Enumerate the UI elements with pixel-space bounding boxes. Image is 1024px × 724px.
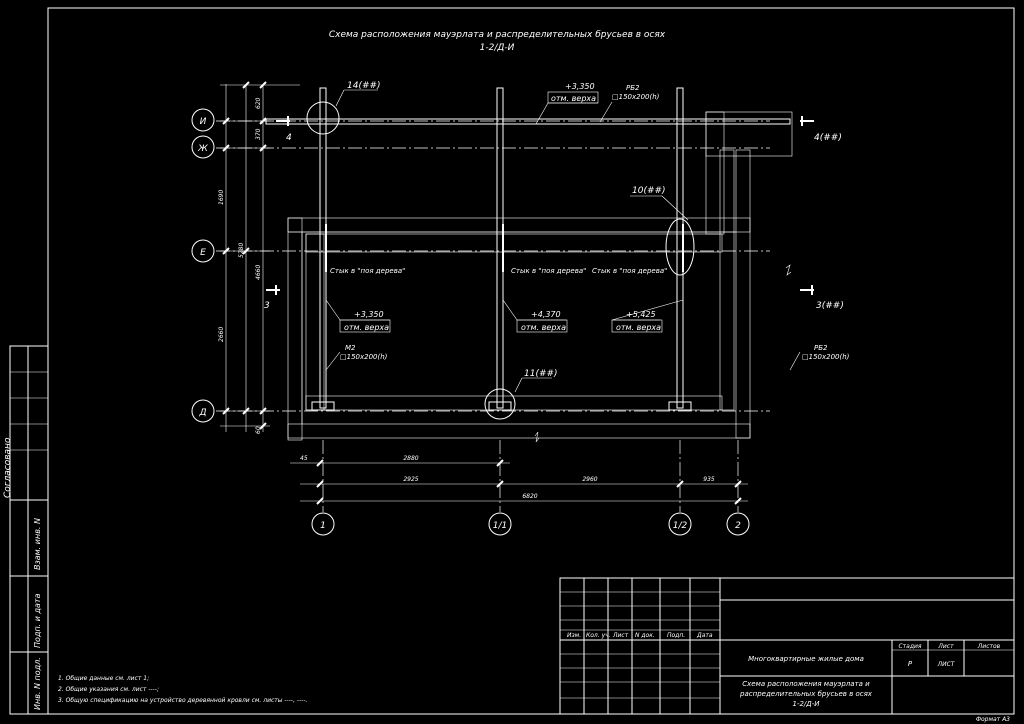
vertical-dimensions bbox=[220, 81, 300, 432]
title-block bbox=[559, 577, 1015, 715]
dim-1690: 1690 bbox=[218, 190, 225, 205]
section-4-right: 4(##) bbox=[814, 133, 842, 143]
col-list: Лист bbox=[612, 632, 629, 639]
dim-620: 620 bbox=[255, 97, 262, 109]
joint-label-3: Стык в "поя дерева" bbox=[592, 267, 667, 275]
walls bbox=[287, 111, 793, 443]
axes-vertical: 1 1/1 1/2 2 bbox=[311, 440, 750, 536]
callout-10: 10(##) bbox=[632, 186, 666, 196]
axis-marker-Zh bbox=[191, 135, 215, 159]
drawing-title: Схема расположения мауэрлата и распредел… bbox=[329, 30, 666, 40]
note-1: 1. Общие данные см. лист 1; bbox=[58, 675, 149, 682]
sheet-label: Лист bbox=[937, 643, 954, 650]
sheet-value: ЛИСТ bbox=[937, 661, 956, 668]
sign-date-label: Подп. и дата bbox=[33, 593, 42, 648]
dim-5280: 5280 bbox=[238, 243, 245, 258]
elev-top: +3,350 bbox=[565, 82, 595, 91]
axis-label-E: Е bbox=[200, 248, 206, 258]
elevation-marks bbox=[325, 91, 801, 371]
stage-label: Стадия bbox=[898, 643, 921, 650]
axis-marker-I bbox=[191, 108, 215, 132]
axis-label-1-2: 1/2 bbox=[673, 521, 688, 531]
dim-45: 45 bbox=[300, 455, 308, 462]
stage-value: Р bbox=[908, 660, 913, 668]
project-name: Многоквартирные жилые дома bbox=[748, 655, 864, 663]
elev-right-sub: отм. верха bbox=[616, 323, 661, 332]
dim-2660: 2660 bbox=[218, 327, 225, 342]
note-3: 3. Общую спецификацию на устройство дере… bbox=[58, 697, 308, 704]
section-3-left: 3 bbox=[264, 301, 270, 311]
sheet-title-2: распределительных брусьев в осях bbox=[739, 690, 873, 698]
note-2: 2. Общие указания см. лист ----; bbox=[58, 686, 159, 693]
elev-left-sub: отм. верха bbox=[344, 323, 389, 332]
section-3-right: 3(##) bbox=[816, 301, 844, 311]
axis-label-1: 1 bbox=[320, 521, 326, 531]
rb2-right-size: □150х200(h) bbox=[802, 353, 850, 361]
col-izm: Изм. bbox=[567, 632, 581, 639]
elev-left: +3,350 bbox=[354, 310, 384, 319]
col-ndok: N док. bbox=[635, 632, 655, 639]
dim-60: 60 bbox=[255, 426, 262, 434]
inv-orig-label: Инв. N подл. bbox=[33, 657, 42, 710]
section-marks bbox=[266, 116, 814, 295]
axis-label-1-1: 1/1 bbox=[493, 521, 507, 531]
agreed-label: Согласовано bbox=[3, 437, 13, 498]
dim-2960: 2960 bbox=[582, 476, 597, 483]
joint-label-2: Стык в "поя дерева" bbox=[511, 267, 586, 275]
side-stamp: Согласовано Взам. инв. N Подп. и дата Ин… bbox=[3, 345, 49, 715]
beams bbox=[265, 87, 791, 420]
elev-mid-sub: отм. верха bbox=[521, 323, 566, 332]
dim-370: 370 bbox=[255, 128, 262, 140]
drawing-title-axes: 1-2/Д-И bbox=[480, 43, 515, 53]
rb2-top-size: □150х200(h) bbox=[612, 93, 660, 101]
col-kol: Кол. уч. bbox=[586, 632, 611, 639]
elev-right: +5,425 bbox=[626, 310, 656, 319]
section-4-left: 4 bbox=[286, 133, 292, 143]
dim-935: 935 bbox=[703, 476, 715, 483]
m2-size: □150х200(h) bbox=[340, 353, 388, 361]
rb2-right-label: РБ2 bbox=[814, 344, 828, 352]
axis-marker-D bbox=[191, 399, 215, 423]
format-label: Формат А3 bbox=[976, 716, 1010, 723]
axis-label-Zh: Ж bbox=[197, 144, 208, 154]
horizontal-dimensions bbox=[290, 459, 748, 505]
elev-mid: +4,370 bbox=[531, 310, 561, 319]
axis-marker-E bbox=[191, 239, 215, 263]
col-podp: Подп. bbox=[667, 632, 685, 639]
dim-2925: 2925 bbox=[403, 476, 418, 483]
axis-label-D: Д bbox=[198, 408, 206, 418]
axis-label-I: И bbox=[200, 117, 207, 127]
joint-label-1: Стык в "поя дерева" bbox=[330, 267, 405, 275]
rb2-top-label: РБ2 bbox=[626, 84, 640, 92]
inv-replace-label: Взам. инв. N bbox=[33, 518, 42, 570]
sheet-frame bbox=[47, 7, 1015, 715]
elev-top-sub: отм. верха bbox=[551, 94, 596, 103]
axes-horizontal: И Ж Е Д bbox=[191, 108, 770, 423]
col-data: Дата bbox=[696, 632, 713, 639]
sheet-title-1: Схема расположения мауэрлата и bbox=[742, 680, 870, 688]
sheet-title-3: 1-2/Д-И bbox=[792, 700, 820, 708]
dim-2880: 2880 bbox=[403, 455, 418, 462]
callout-14: 14(##) bbox=[347, 81, 381, 91]
axis-label-2: 2 bbox=[735, 521, 741, 531]
m2-label: М2 bbox=[345, 344, 356, 352]
sheets-label: Листов bbox=[977, 643, 1001, 650]
callout-11: 11(##) bbox=[524, 369, 558, 379]
dim-4660: 4660 bbox=[255, 265, 262, 280]
dim-6820: 6820 bbox=[522, 493, 537, 500]
